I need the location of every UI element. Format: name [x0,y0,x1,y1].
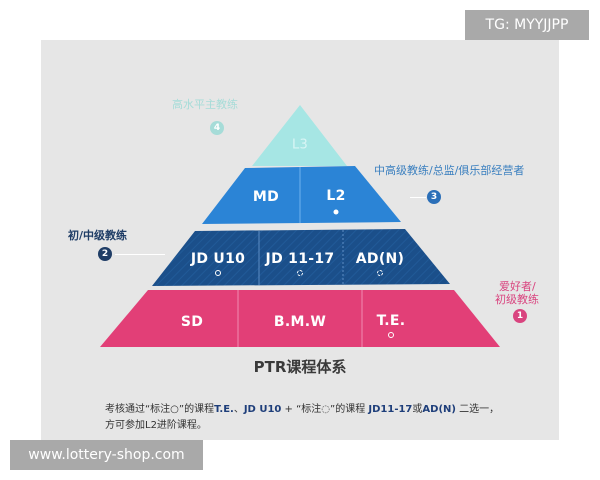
tier-cell-te: T.E. [376,313,406,329]
level-3-badge: 3 [427,190,441,204]
footnote-line-1: 考核通过“标注○”的课程T.E.、JD U10 + “标注◌”的课程 JD11-… [105,402,499,418]
diagram-title: PTR课程体系 [253,358,347,376]
ring-marker-icon [388,332,394,338]
tier-2-shape [152,229,450,286]
level-2-label: 初/中级教练 [68,229,128,242]
tier-3-shape [202,166,401,224]
ring-marker-icon [215,270,221,276]
level-1-badge: 1 [513,309,527,323]
footnote: 考核通过“标注○”的课程T.E.、JD U10 + “标注◌”的课程 JD11-… [105,402,499,434]
dashed-ring-marker-icon [297,270,303,276]
tier-cell-l2: L2 [326,188,346,204]
tier-cell-ad-n: AD(N) [355,251,405,267]
note-text: 考核通过“标注○”的课程 [105,404,215,415]
note-text: 、 [233,404,244,415]
tier-cell-md: MD [252,189,280,205]
note-course-ad-n: AD(N) [422,404,456,415]
note-course-te: T.E. [214,404,234,415]
dashed-ring-marker-icon [377,270,383,276]
level-4-badge: 4 [210,121,224,135]
note-text: + “标注◌”的课程 [281,404,369,415]
level-3-connector [410,197,426,198]
watermark-site: www.lottery-shop.com [10,440,203,470]
note-course-jd-u10: JD U10 [243,404,282,415]
footnote-line-2: 方可参加L2进阶课程。 [105,420,207,431]
tier-4-shape [252,105,347,166]
level-1-label-line2: 初级教练 [495,293,539,306]
tier-cell-bmw: B.M.W [273,314,327,330]
level-3-label: 中高级教练/总监/俱乐部经营者 [374,164,525,177]
watermark-tg: TG: MYYJJPP [465,10,589,40]
level-4-label: 高水平主教练 [172,98,238,111]
tier-1-shape [100,290,500,347]
tier-cell-l3: L3 [291,137,309,153]
level-2-badge: 2 [98,247,112,261]
level-1-label-line1: 爱好者/ [499,280,536,293]
note-text: 二选一， [455,404,500,415]
note-course-jd11-17: JD11-17 [368,404,413,415]
solid-dot-marker-icon [333,209,339,215]
tier-cell-jd-11-17: JD 11-17 [265,251,335,267]
tier-cell-sd: SD [180,314,204,330]
note-text: 或 [412,404,423,415]
level-2-connector [115,254,165,255]
tier-cell-jd-u10: JD U10 [190,251,246,267]
